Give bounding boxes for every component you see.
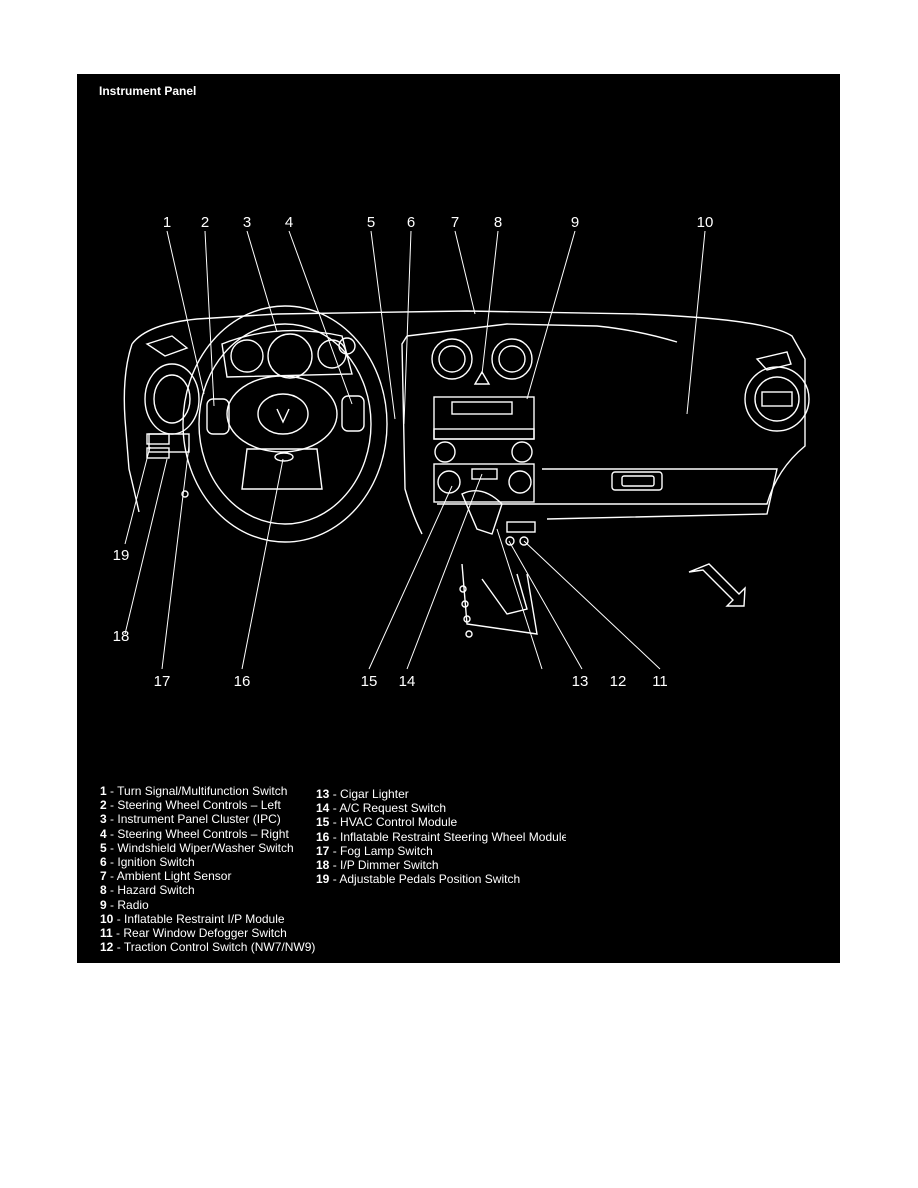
diagram-panel: Instrument Panel [77, 74, 840, 963]
legend-number: 17 [316, 843, 330, 858]
legend-item: 19 - Adjustable Pedals Position Switch [316, 872, 521, 887]
legend-label: Ambient Light Sensor [116, 869, 232, 884]
callout-10: 10 [697, 214, 714, 231]
legend-number: 13 [316, 787, 330, 801]
legend-number: 1 [100, 784, 107, 798]
callout-15: 15 [361, 673, 378, 690]
legend-label: A/C Request Switch [339, 801, 447, 816]
callout-11: 11 [652, 673, 668, 690]
legend-item: 2 - Steering Wheel Controls – Left [100, 798, 281, 813]
legend-item: 6 - Ignition Switch [100, 855, 195, 870]
legend-number: 4 [100, 826, 107, 841]
legend-label: Rear Window Defogger Switch [123, 926, 287, 941]
legend-item: 13 - Cigar Lighter [316, 787, 409, 801]
legend-number: 19 [316, 872, 330, 887]
legend-label: I/P Dimmer Switch [340, 858, 439, 873]
legend-label: Cigar Lighter [340, 787, 409, 801]
callout-7: 7 [451, 214, 459, 231]
legend-label: Radio [117, 897, 149, 912]
callout-12: 12 [610, 673, 627, 690]
legend-label: Traction Control Switch (NW7/NW9) [123, 940, 316, 955]
legend-label: Instrument Panel Cluster (IPC) [117, 812, 281, 827]
legend-item: 4 - Steering Wheel Controls – Right [100, 826, 289, 841]
callout-19: 19 [113, 547, 130, 564]
callout-17: 17 [154, 673, 171, 690]
legend-item: 8 - Hazard Switch [100, 883, 195, 898]
legend-item: 9 - Radio [100, 897, 149, 912]
legend-number: 6 [100, 855, 107, 870]
callout-3: 3 [243, 214, 251, 231]
callout-8: 8 [494, 214, 502, 231]
legend-number: 11 [100, 926, 113, 941]
legend-label: HVAC Control Module [340, 815, 458, 830]
dashboard-outline [123, 305, 810, 638]
callout-5: 5 [367, 214, 375, 231]
callout-4: 4 [285, 214, 293, 231]
legend-label: Adjustable Pedals Position Switch [339, 872, 521, 887]
callout-18: 18 [113, 628, 130, 645]
legend-item: 17 - Fog Lamp Switch [316, 843, 433, 858]
legend-number: 12 [100, 940, 114, 955]
legend-number: 8 [100, 883, 107, 898]
legend-item: 11 - Rear Window Defogger Switch [100, 926, 287, 941]
legend-number: 18 [316, 858, 330, 873]
callout-1: 1 [163, 214, 171, 231]
legend-number: 15 [316, 815, 330, 830]
legend-number: 5 [100, 840, 107, 855]
callout-6: 6 [407, 214, 415, 231]
legend-item: 12 - Traction Control Switch (NW7/NW9) [100, 940, 316, 955]
legend-item: 18 - I/P Dimmer Switch [316, 858, 439, 873]
legend-label: Turn Signal/Multifunction Switch [117, 784, 288, 798]
legend-number: 10 [100, 911, 114, 926]
legend-label: Inflatable Restraint I/P Module [124, 911, 285, 926]
legend-number: 7 [100, 869, 107, 884]
legend-item: 7 - Ambient Light Sensor [100, 869, 232, 884]
legend-label: Ignition Switch [117, 855, 195, 870]
legend-number: 9 [100, 897, 107, 912]
legend-number: 14 [316, 801, 330, 816]
legend-number: 2 [100, 798, 107, 813]
legend-label: Inflatable Restraint Steering Wheel Modu… [340, 829, 566, 844]
legend-number: 3 [100, 812, 107, 827]
legend-item: 5 - Windshield Wiper/Washer Switch [100, 840, 294, 855]
legend-item: 10 - Inflatable Restraint I/P Module [100, 911, 285, 926]
legend-label: Steering Wheel Controls – Left [117, 798, 281, 813]
legend-item: 14 - A/C Request Switch [316, 801, 447, 816]
legend-item: 15 - HVAC Control Module [316, 815, 458, 830]
legend-item: 16 - Inflatable Restraint Steering Wheel… [316, 830, 566, 844]
callout-9: 9 [571, 214, 579, 231]
callout-2: 2 [201, 214, 209, 231]
legend-label: Hazard Switch [117, 883, 195, 898]
legend-item: 1 - Turn Signal/Multifunction Switch [100, 784, 288, 798]
leader-lines [124, 230, 706, 670]
legend-label: Fog Lamp Switch [340, 843, 433, 858]
legend-label: Steering Wheel Controls – Right [117, 826, 289, 841]
legend-item: 3 - Instrument Panel Cluster (IPC) [100, 812, 281, 827]
callout-16: 16 [234, 673, 251, 690]
callout-13: 13 [572, 673, 589, 690]
legend-label: Windshield Wiper/Washer Switch [117, 840, 294, 855]
callout-14: 14 [399, 673, 416, 690]
diagram-title: Instrument Panel [99, 84, 197, 98]
legend-number: 16 [316, 829, 330, 844]
